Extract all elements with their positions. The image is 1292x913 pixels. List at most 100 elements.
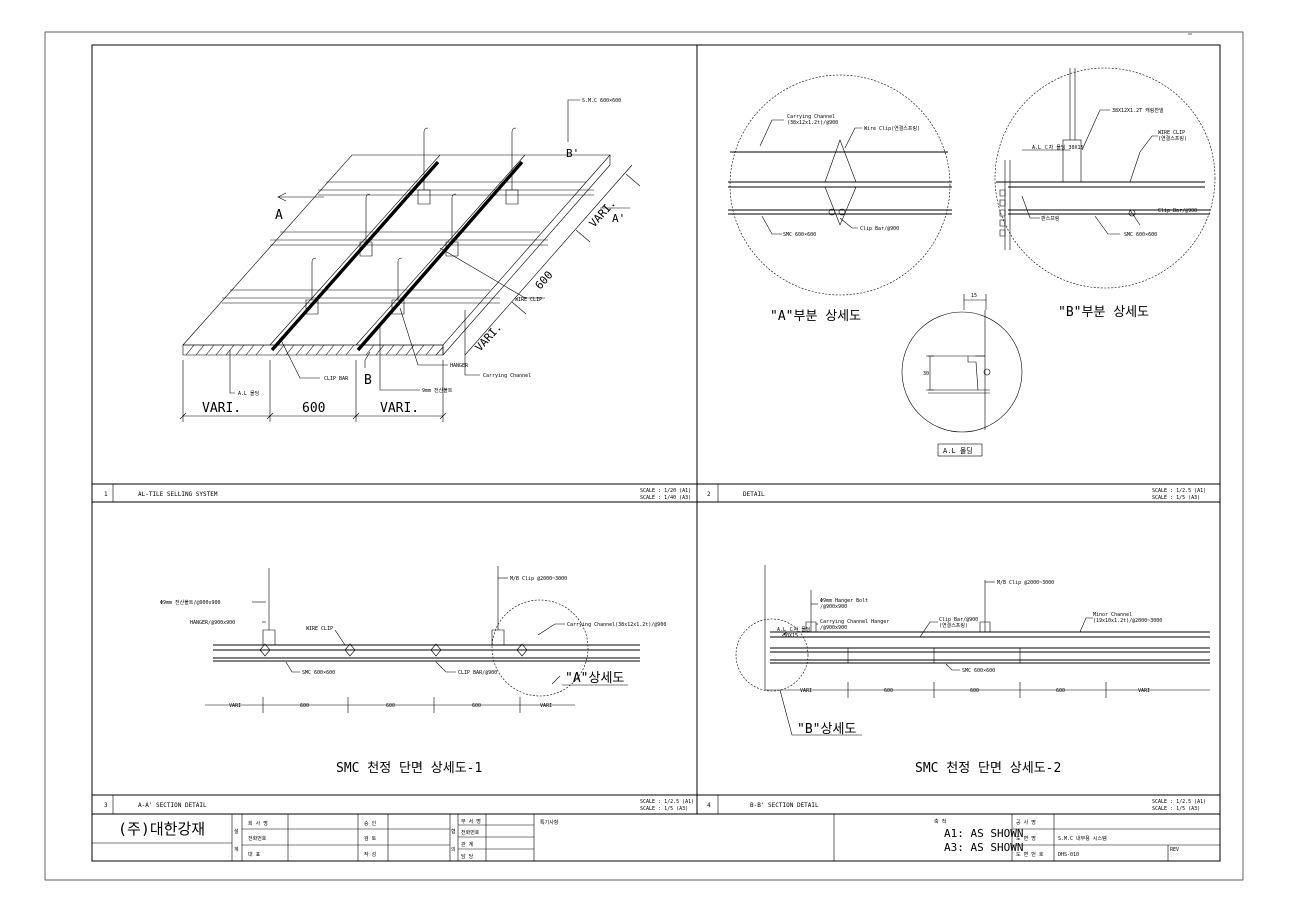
p4-dimension-line: VARI 600 600 600 VARI [765,682,1210,698]
tb-charge-label: 담 당 [461,853,474,860]
tb-dept-phone-label: 전화번호 [461,829,480,836]
p3-carrying: Carrying Channel(38x12x1.2t)/@900 [567,622,666,628]
tb-drawing-label: 도 면 명 [1016,835,1036,842]
tb-project-label: 공 사 명 [1016,819,1036,826]
panel-1-scale-a3: SCALE : 1/40 (A3) [640,495,691,501]
section-mark-b-prime: B' [566,147,579,160]
design-marker-1: 설 [234,828,239,835]
detail-molding-dim-15: 15 [971,293,977,299]
design-marker-2: 계 [234,846,239,853]
panel-2-title: DETAIL [743,491,765,498]
panel-4-title: B-B' SECTION DETAIL [750,802,819,809]
p4-dim-4: 600 [1056,688,1065,694]
p3-detail-tag: "A"상세도 [565,671,624,686]
panel-2-number: 2 [707,491,711,498]
tb-company-label: 회 사 명 [248,820,268,827]
detail-a-carrying-1: Carrying Channel [787,114,835,120]
panel-1-isometric: VARI. 600 VARI. A A' B B' S.M.C 600×600 … [179,98,641,422]
tb-phone-label: 전화번호 [248,835,267,842]
callout-wire-clip: WIRE CLIP [515,297,542,303]
p3-mb-clip: M/B Clip @2000~3000 [510,576,567,582]
detail-b-smc: SMC 600×600 [1124,232,1157,238]
p3-smc: SMC 600×600 [302,670,335,676]
panel-1-title-bar: 1 AL-TILE SELLING SYSTEM SCALE : 1/20 (A… [104,488,691,501]
callout-smc: S.M.C 600×600 [582,98,621,104]
detail-b-clip-bar: Clip Bar/@900 [1158,208,1197,214]
p4-al-molding-2: 30X15 [783,633,798,639]
tb-relation-label: 관 계 [461,841,474,848]
dim-bottom-vari-left: VARI. [202,401,241,416]
panel-4-section: M/B Clip @2000~3000 Φ9mm Hanger Bolt /@9… [735,565,1210,776]
coop-marker-2: 의 [451,846,456,853]
company-name: (주)대한강재 [118,820,205,838]
panel-2-title-bar: 2 DETAIL SCALE : 1/2.5 (A1) SCALE : 1/5 … [707,488,1206,501]
p4-carrying-hanger-2: /@900x900 [820,625,847,631]
p4-dim-5: VARI [1138,688,1150,694]
tb-dept-label: 부 서 명 [461,818,481,825]
detail-a-carrying-2: (38x12x1.2t)/@900 [787,120,838,126]
tb-legend-label: 축 척 [934,818,946,825]
p3-wire-clip: WIRE CLIP [306,626,333,632]
p4-clip-bar-1: Clip Bar/@900 [939,617,978,623]
panel-3-number: 3 [104,802,108,809]
section-mark-a: A [275,208,283,223]
p3-dim-3: 600 [386,703,395,709]
panel-1-scale-a1: SCALE : 1/20 (A1) [640,488,691,494]
panel-2-scale-a3: SCALE : 1/5 (A3) [1152,495,1200,501]
coop-marker-1: 협 [451,828,456,835]
panel-1-title: AL-TILE SELLING SYSTEM [138,491,218,498]
panel-1-number: 1 [104,491,108,498]
panel-3-title: A-A' SECTION DETAIL [138,802,207,809]
p4-minor-1: Minor Channel [1093,612,1132,618]
tb-rep-label: 대 표 [248,851,261,858]
tb-scale-a3: A3: AS SHOWN [944,841,1023,854]
section-mark-a-prime: A' [612,212,625,225]
dim-bottom-600: 600 [302,401,325,416]
detail-b-channel: 38X12X1.2T 캐링찬넬 [1112,107,1164,114]
p4-dim-1: VARI [800,688,812,694]
detail-b-wire-clip-2: (연결스프링) [1158,135,1187,142]
tb-number-label: 도 면 번 호 [1016,851,1044,858]
p3-dim-1: VARI [229,703,241,709]
p4-dim-3: 600 [970,688,979,694]
tb-drawing-name: S.M.C 내부용 시스템 [1058,835,1107,842]
callout-al-molding: A.L 몰딩 [238,390,259,397]
p4-minor-2: (19x10x1.2t)/@2000~3000 [1093,618,1162,624]
panel-4-scale-a1: SCALE : 1/2.5 (A1) [1152,799,1206,805]
callout-carrying: Carrying Channel [483,373,531,379]
p3-dimension-line: VARI 600 600 600 VARI [205,697,575,713]
panel-4-title-bar: 4 B-B' SECTION DETAIL SCALE : 1/2.5 (A1)… [707,799,1206,812]
detail-a-smc: SMC 600×600 [783,232,816,238]
detail-a-wire-clip: Wire Clip(연결스프링) [864,125,920,132]
panel-3-scale-a3: SCALE : 1/5 (A3) [640,806,688,812]
p4-detail-tag: "B"상세도 [797,722,856,737]
title-block: (주)대한강재 설 계 회 사 명 전화번호 대 표 승 인 검 토 작 성 협… [92,814,1220,861]
detail-a: Carrying Channel (38x12x1.2t)/@900 Wire … [728,74,952,324]
dim-600-side: 600 [533,269,556,292]
dim-bottom-vari-right: VARI. [380,401,419,416]
detail-molding: 15 30 A.L 몰딩 [901,293,1023,457]
panel-2-scale-a1: SCALE : 1/2.5 (A1) [1152,488,1206,494]
detail-a-clip-bar: Clip Bar/@900 [860,226,899,232]
board-hatch [185,344,444,356]
p4-clip-bar-2: (연결스프링) [939,622,968,629]
detail-molding-label: A.L 몰딩 [943,446,973,455]
p4-hanger-bolt-1: Φ9mm Hanger Bolt [820,598,868,604]
tb-author-label: 작 성 [364,851,376,858]
detail-a-caption: "A"부분 상세도 [770,309,861,324]
tb-rev-label: REV [1170,847,1179,853]
p4-caption: SMC 천정 단면 상세도-2 [915,761,1061,776]
panel-3-section: M/B Clip @2000~3000 Φ9mm 전산볼트/@900x900 H… [160,566,666,776]
p3-dim-5: VARI [540,703,552,709]
detail-b-wire-clip-1: WIRE CLIP [1158,130,1185,136]
p4-mb-clip: M/B Clip @2000~3000 [997,580,1054,586]
p3-dim-2: 600 [300,703,309,709]
detail-molding-dim-30: 30 [923,371,929,377]
callout-hanger: HANGER [450,363,469,369]
section-mark-b: B [364,373,372,388]
p3-clip-bar: CLIP BAR/@900 [458,670,497,676]
p3-caption: SMC 천정 단면 상세도-1 [336,761,482,776]
panel-4-scale-a3: SCALE : 1/5 (A3) [1152,806,1200,812]
tb-review-label: 검 토 [364,835,377,842]
panel-4-number: 4 [707,802,711,809]
